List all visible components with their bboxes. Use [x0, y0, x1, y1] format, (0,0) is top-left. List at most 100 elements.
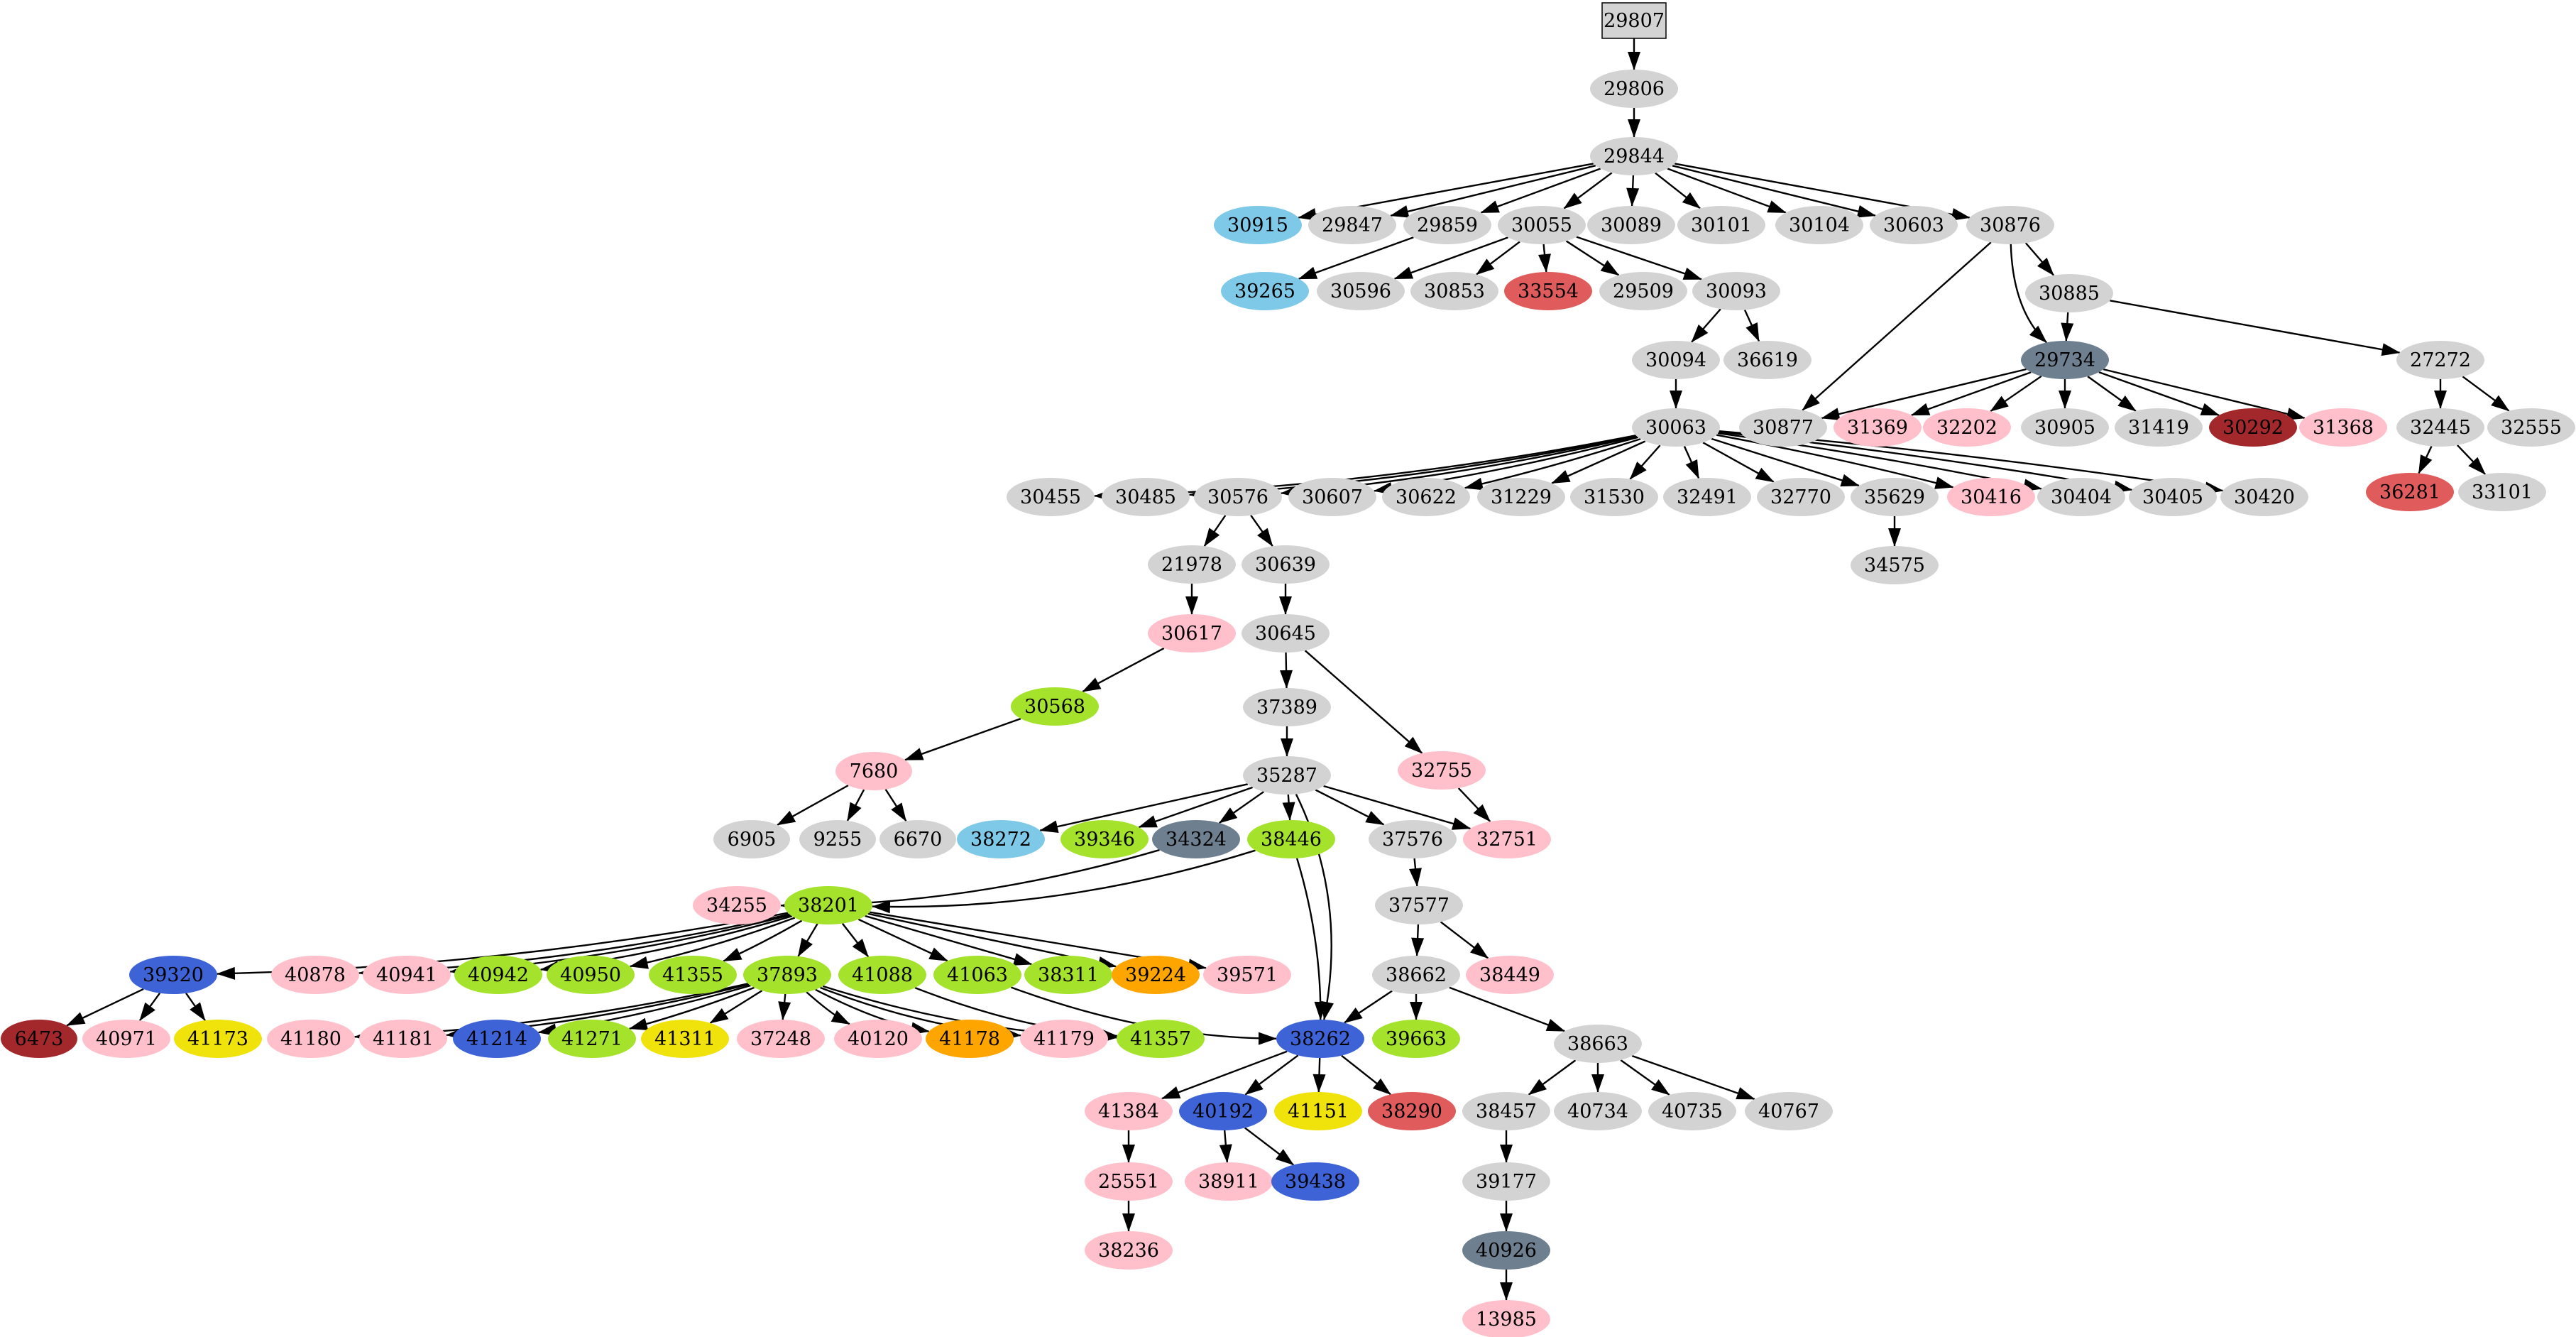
node-36281: 36281: [2366, 473, 2454, 511]
node-label: 31229: [1491, 486, 1552, 508]
node-label: 30063: [1645, 417, 1706, 439]
node-label: 39571: [1217, 964, 1278, 986]
node-shape: [1214, 206, 1302, 244]
edge-39320-40971: [138, 993, 161, 1022]
node-shape: [267, 1020, 355, 1058]
edge-32445-33101: [2456, 444, 2487, 475]
node-label: 38290: [1381, 1101, 1442, 1123]
node-label: 30094: [1645, 349, 1706, 371]
edge-35287-39346: [1138, 786, 1254, 829]
node-label: 30645: [1255, 623, 1316, 645]
node-shape: [1587, 206, 1675, 244]
node-label: 40767: [1758, 1101, 1819, 1123]
node-41355: 41355: [649, 956, 737, 994]
node-shape: [1410, 272, 1498, 310]
edge-7680-6670: [884, 789, 907, 822]
node-label: 30877: [1753, 417, 1814, 439]
node-label: 41271: [561, 1028, 623, 1050]
node-30420: 30420: [2220, 478, 2308, 516]
node-32202: 32202: [1923, 408, 2011, 447]
edge-40192-39438: [1244, 1127, 1295, 1166]
node-label: 38457: [1476, 1101, 1537, 1123]
node-shape: [1185, 1162, 1273, 1201]
node-shape: [957, 820, 1045, 858]
node-shape: [1757, 478, 1845, 516]
node-shape: [1242, 545, 1330, 584]
edge-7680-6905: [777, 785, 849, 826]
node-32445: 32445: [2396, 408, 2484, 447]
node-label: 32202: [1936, 417, 1997, 439]
node-shape: [1369, 820, 1457, 858]
node-shape: [1462, 1162, 1550, 1201]
node-shape: [2366, 473, 2454, 511]
node-39438: 39438: [1271, 1162, 1359, 1201]
node-label: 39438: [1285, 1171, 1346, 1193]
node-41180: 41180: [267, 1020, 355, 1058]
node-30915: 30915: [1214, 206, 1302, 244]
node-shape: [129, 956, 217, 994]
node-shape: [453, 1020, 541, 1058]
node-label: 40878: [285, 964, 346, 986]
node-shape: [1462, 1092, 1550, 1130]
node-label: 31530: [1584, 486, 1645, 508]
edge-30885-29734: [2061, 312, 2074, 342]
node-label: 30485: [1115, 486, 1176, 508]
node-shape: [1317, 272, 1405, 310]
node-32755: 32755: [1398, 751, 1486, 790]
node-shape: [1274, 1092, 1362, 1130]
edge-38446-38201: [871, 849, 1256, 914]
node-30639: 30639: [1242, 545, 1330, 584]
node-label: 30292: [2223, 417, 2284, 439]
edge-30063-30622: [1464, 437, 1641, 491]
edge-38262-41151: [1312, 1057, 1326, 1093]
node-30405: 30405: [2129, 478, 2217, 516]
node-shape: [1466, 956, 1554, 994]
node-41178: 41178: [926, 1020, 1014, 1058]
node-label: 32555: [2501, 417, 2562, 439]
edge-30063-31229: [1551, 440, 1646, 484]
node-31530: 31530: [1570, 478, 1658, 516]
node-33101: 33101: [2458, 473, 2546, 511]
node-39346: 39346: [1060, 820, 1149, 858]
edge-30063-32491: [1683, 446, 1700, 479]
node-39663: 39663: [1372, 1020, 1460, 1058]
node-shape: [1599, 272, 1687, 310]
node-label: 29859: [1417, 214, 1478, 236]
node-label: 38446: [1261, 829, 1322, 851]
node-label: 41151: [1288, 1101, 1349, 1123]
node-label: 38201: [798, 895, 859, 917]
node-32770: 32770: [1757, 478, 1845, 516]
node-label: 41179: [1034, 1028, 1095, 1050]
node-label: 33101: [2472, 481, 2533, 503]
node-30089: 30089: [1587, 206, 1675, 244]
node-shape: [1020, 1020, 1108, 1058]
node-41271: 41271: [548, 1020, 636, 1058]
node-shape: [1148, 614, 1236, 653]
node-33554: 33554: [1504, 272, 1592, 310]
node-label: 41384: [1098, 1101, 1159, 1123]
edge-30876-30877: [1802, 241, 1992, 411]
edge-30055-30093: [1576, 236, 1703, 280]
node-label: 6670: [894, 829, 943, 851]
node-shape: [1601, 2, 1667, 39]
edge-32755-32751: [1457, 787, 1491, 822]
node-shape: [2115, 408, 2203, 447]
node-shape: [1663, 478, 1751, 516]
node-label: 40926: [1476, 1240, 1537, 1262]
node-shape: [82, 1020, 170, 1058]
node-29844: 29844: [1590, 137, 1678, 175]
node-39320: 39320: [129, 956, 217, 994]
node-40950: 40950: [547, 956, 635, 994]
node-13985: 13985: [1462, 1300, 1550, 1337]
edge-29844-30089: [1626, 175, 1640, 207]
node-shape: [1179, 1092, 1267, 1130]
node-label: 6905: [728, 829, 777, 851]
node-label: 40120: [848, 1028, 909, 1050]
node-shape: [2129, 478, 2217, 516]
edge-30055-29509: [1565, 240, 1620, 276]
node-shape: [1382, 478, 1470, 516]
node-label: 39320: [143, 964, 204, 986]
node-label: 39224: [1125, 964, 1186, 986]
node-shape: [1398, 751, 1486, 790]
node-label: 29734: [2034, 349, 2095, 371]
